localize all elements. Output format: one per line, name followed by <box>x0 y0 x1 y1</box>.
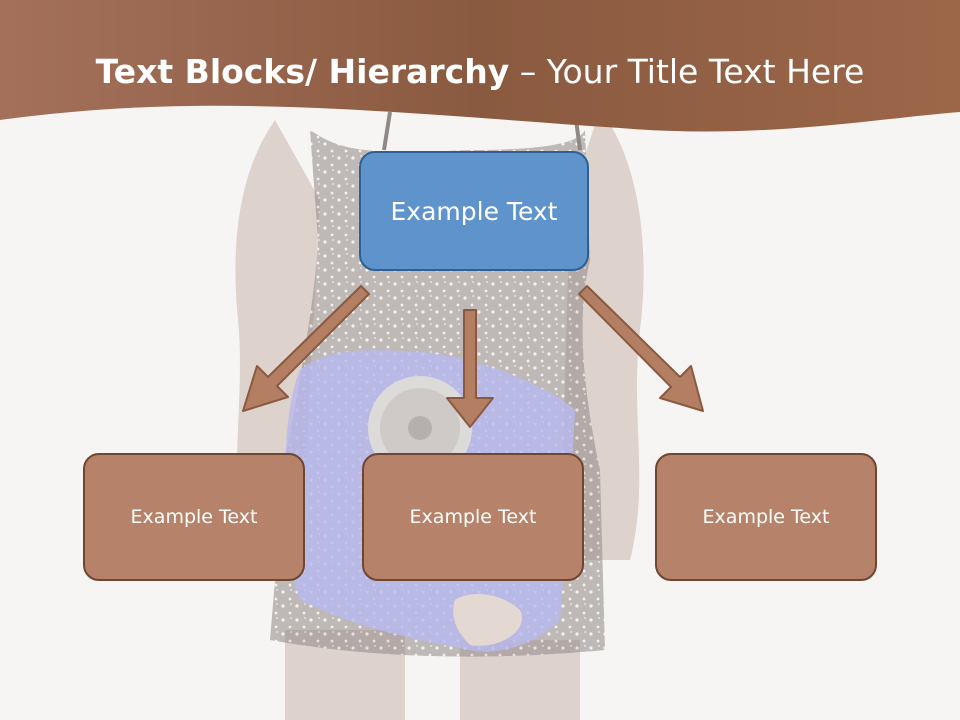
child-box-label: Example Text <box>130 506 258 528</box>
title-bold: Text Blocks/ Hierarchy <box>95 52 510 91</box>
arrow-left <box>242 285 370 412</box>
child-box-label: Example Text <box>409 506 537 528</box>
child-box-label: Example Text <box>702 506 830 528</box>
title-rest: Your Title Text Here <box>546 52 865 91</box>
title-dash: – <box>509 52 547 91</box>
child-box-left[interactable]: Example Text <box>83 453 305 581</box>
slide-title: Text Blocks/ Hierarchy – Your Title Text… <box>0 52 960 91</box>
arrow-right <box>578 285 704 412</box>
arrow-center <box>446 309 494 428</box>
child-box-right[interactable]: Example Text <box>655 453 877 581</box>
header-band <box>0 0 960 132</box>
top-box-label: Example Text <box>390 196 558 226</box>
child-box-center[interactable]: Example Text <box>362 453 584 581</box>
top-box[interactable]: Example Text <box>359 151 589 271</box>
